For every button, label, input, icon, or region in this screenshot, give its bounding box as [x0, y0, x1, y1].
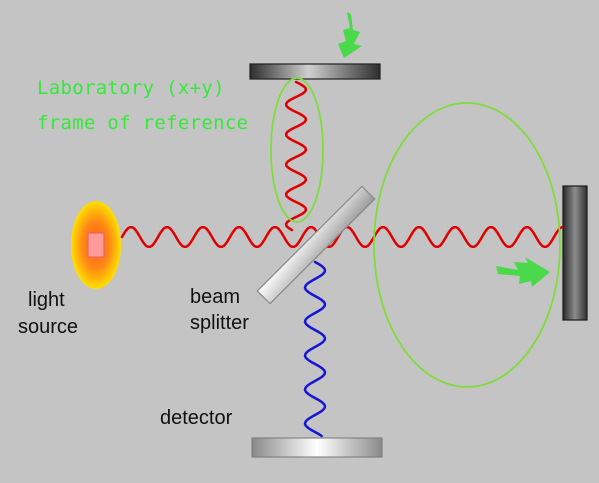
light-wave-vertical	[284, 80, 308, 232]
green-motion-arrow-icon	[338, 12, 362, 58]
light-source-label-line1: light	[28, 289, 65, 311]
detector-label: detector	[160, 407, 233, 429]
vertical-arm-frame-outline	[270, 77, 324, 223]
detector-plate	[251, 437, 383, 458]
horizontal-arm-frame-outline	[373, 102, 561, 388]
beam-splitter-label-line1: beam	[190, 286, 241, 308]
right-mirror	[562, 185, 588, 321]
beam-splitter	[256, 185, 376, 305]
light-source-label-line2: source	[18, 316, 79, 338]
light-source-core	[87, 232, 105, 258]
green-motion-arrow-icon	[496, 257, 550, 287]
frame-label-line2: frame of reference	[37, 112, 249, 134]
detector-wave	[303, 260, 327, 438]
top-mirror	[249, 63, 381, 80]
beam-splitter-label-line2: splitter	[190, 312, 249, 334]
frame-label-line1: Laboratory (x+y)	[37, 77, 225, 99]
